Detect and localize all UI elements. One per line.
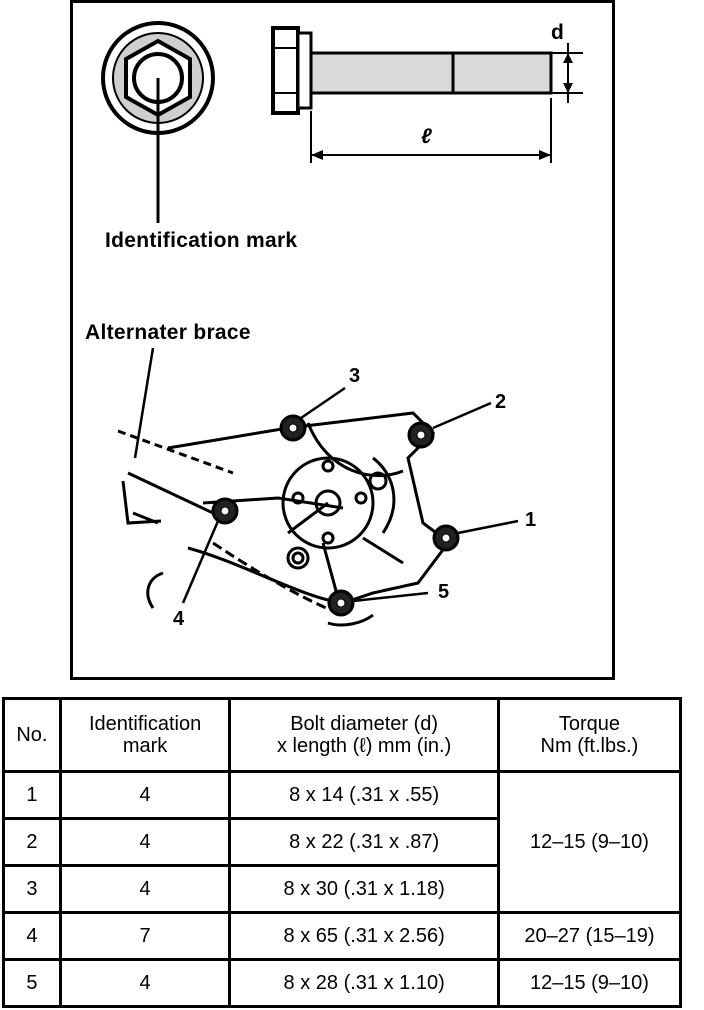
bolt-number-1: 1 <box>525 509 537 531</box>
table-row: 3 4 8 x 30 (.31 x 1.18) <box>2 864 681 914</box>
row-mark: 4 <box>58 770 232 820</box>
torque-group-1-3: 12–15 (9–10) <box>496 770 683 914</box>
dimension-l-label: ℓ <box>421 125 433 148</box>
table-row: 5 4 8 x 28 (.31 x 1.10) 12–15 (9–10) <box>2 958 683 1008</box>
row-no: 3 <box>2 864 62 914</box>
bolt-spec-table: No. Identification mark Bolt diameter (d… <box>2 697 683 1008</box>
bolt-number-4: 4 <box>173 608 185 630</box>
identification-mark-label: Identification mark <box>105 229 298 252</box>
alternator-brace-label: Alternater brace <box>85 321 251 344</box>
header-mark-line1: Identification <box>88 713 202 735</box>
header-size-line1: Bolt diameter (d) <box>290 713 439 735</box>
leader-lines <box>181 386 519 604</box>
header-torque-line2: Nm (ft.lbs.) <box>540 735 639 757</box>
bolt-side-view <box>271 26 583 163</box>
row-size: 8 x 14 (.31 x .55) <box>228 770 500 820</box>
dimension-d-label: d <box>551 21 565 44</box>
torque-row-4: 20–27 (15–19) <box>496 911 683 961</box>
header-torque-line1: Torque <box>558 713 621 735</box>
row-no: 1 <box>2 770 62 820</box>
row-no: 5 <box>2 958 62 1008</box>
pump-assembly <box>117 347 450 627</box>
header-bolt-size: Bolt diameter (d) x length (ℓ) mm (in.) <box>228 697 500 773</box>
bolt-head-top-view <box>101 21 215 223</box>
header-no: No. <box>2 697 62 773</box>
row-no: 4 <box>2 911 62 961</box>
table-header-row: No. Identification mark Bolt diameter (d… <box>2 697 683 773</box>
row-mark: 4 <box>58 958 232 1008</box>
bolt-number-2: 2 <box>495 391 507 413</box>
diagram-drawing <box>101 21 583 627</box>
table-row: 2 4 8 x 22 (.31 x .87) <box>2 817 681 867</box>
row-size: 8 x 65 (.31 x 2.56) <box>228 911 500 961</box>
row-mark: 7 <box>58 911 232 961</box>
bolt-number-5: 5 <box>438 581 450 603</box>
header-identification-mark: Identification mark <box>58 697 232 773</box>
bolt-diagram-figure: d ℓ Identification mark Alternater brace… <box>70 0 615 680</box>
row-mark: 4 <box>58 864 232 914</box>
row-mark: 4 <box>58 817 232 867</box>
bolt-number-3: 3 <box>349 365 361 387</box>
header-torque: Torque Nm (ft.lbs.) <box>496 697 683 773</box>
row-size: 8 x 30 (.31 x 1.18) <box>228 864 500 914</box>
header-size-line2: x length (ℓ) mm (in.) <box>276 735 452 757</box>
table-row: 4 7 8 x 65 (.31 x 2.56) 20–27 (15–19) <box>2 911 683 961</box>
bolt-markers <box>211 414 460 617</box>
header-mark-line2: mark <box>122 735 168 757</box>
table-row: 1 4 8 x 14 (.31 x .55) 12–15 (9–10) <box>2 770 683 914</box>
row-size: 8 x 22 (.31 x .87) <box>228 817 500 867</box>
row-size: 8 x 28 (.31 x 1.10) <box>228 958 500 1008</box>
row-no: 2 <box>2 817 62 867</box>
torque-row-5: 12–15 (9–10) <box>496 958 683 1008</box>
